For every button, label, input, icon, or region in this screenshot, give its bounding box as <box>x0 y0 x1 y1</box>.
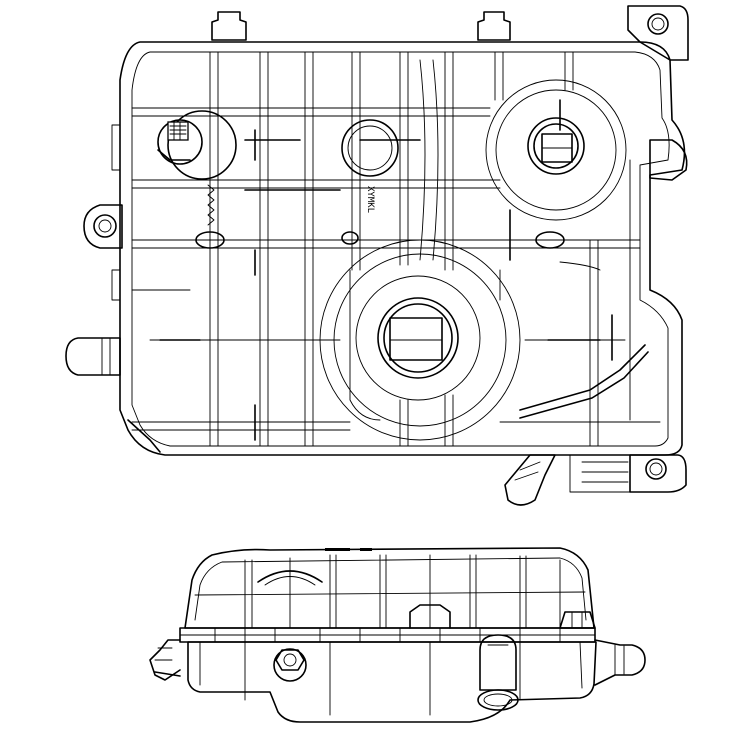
drain-oval <box>341 231 359 245</box>
rib-dashes <box>159 99 613 441</box>
side-lug-right <box>649 139 688 181</box>
mounting-hole-bottom-right <box>645 458 667 480</box>
side-view-right-port <box>477 634 519 711</box>
vertical-ribs <box>209 51 631 447</box>
center-port <box>319 239 521 441</box>
side-view-right-spigot <box>594 639 646 686</box>
small-port-middle <box>341 119 399 177</box>
tank-inner-outline <box>131 51 670 447</box>
mounting-lug-top-right <box>627 5 689 61</box>
side-view-right-clip <box>559 611 596 629</box>
side-view <box>149 547 646 723</box>
tank-outline <box>119 41 686 456</box>
mounting-lug-left <box>83 204 123 249</box>
internal-pipe <box>519 344 649 419</box>
mounting-lug-bottom-right <box>629 454 687 493</box>
filler-neck-top <box>485 79 627 221</box>
top-view: XYMKL <box>65 5 689 506</box>
clip-top-center <box>477 11 511 41</box>
side-view-lower-body <box>187 641 597 723</box>
side-view-left-clip <box>149 639 181 681</box>
side-view-upper-shell <box>184 547 595 629</box>
top-view-marking: XYMKL <box>365 186 375 213</box>
mounting-hole-left <box>93 214 117 238</box>
hose-spigot-left <box>65 337 121 376</box>
side-view-dome <box>257 570 323 583</box>
level-sensor-port <box>157 110 237 180</box>
side-view-tab <box>409 604 451 629</box>
outlet-hose-bottom <box>504 454 556 506</box>
side-view-left-port <box>273 648 307 682</box>
mounting-hole-top-right <box>647 13 669 35</box>
spring-detail <box>195 184 565 249</box>
clip-top-left <box>211 11 247 41</box>
